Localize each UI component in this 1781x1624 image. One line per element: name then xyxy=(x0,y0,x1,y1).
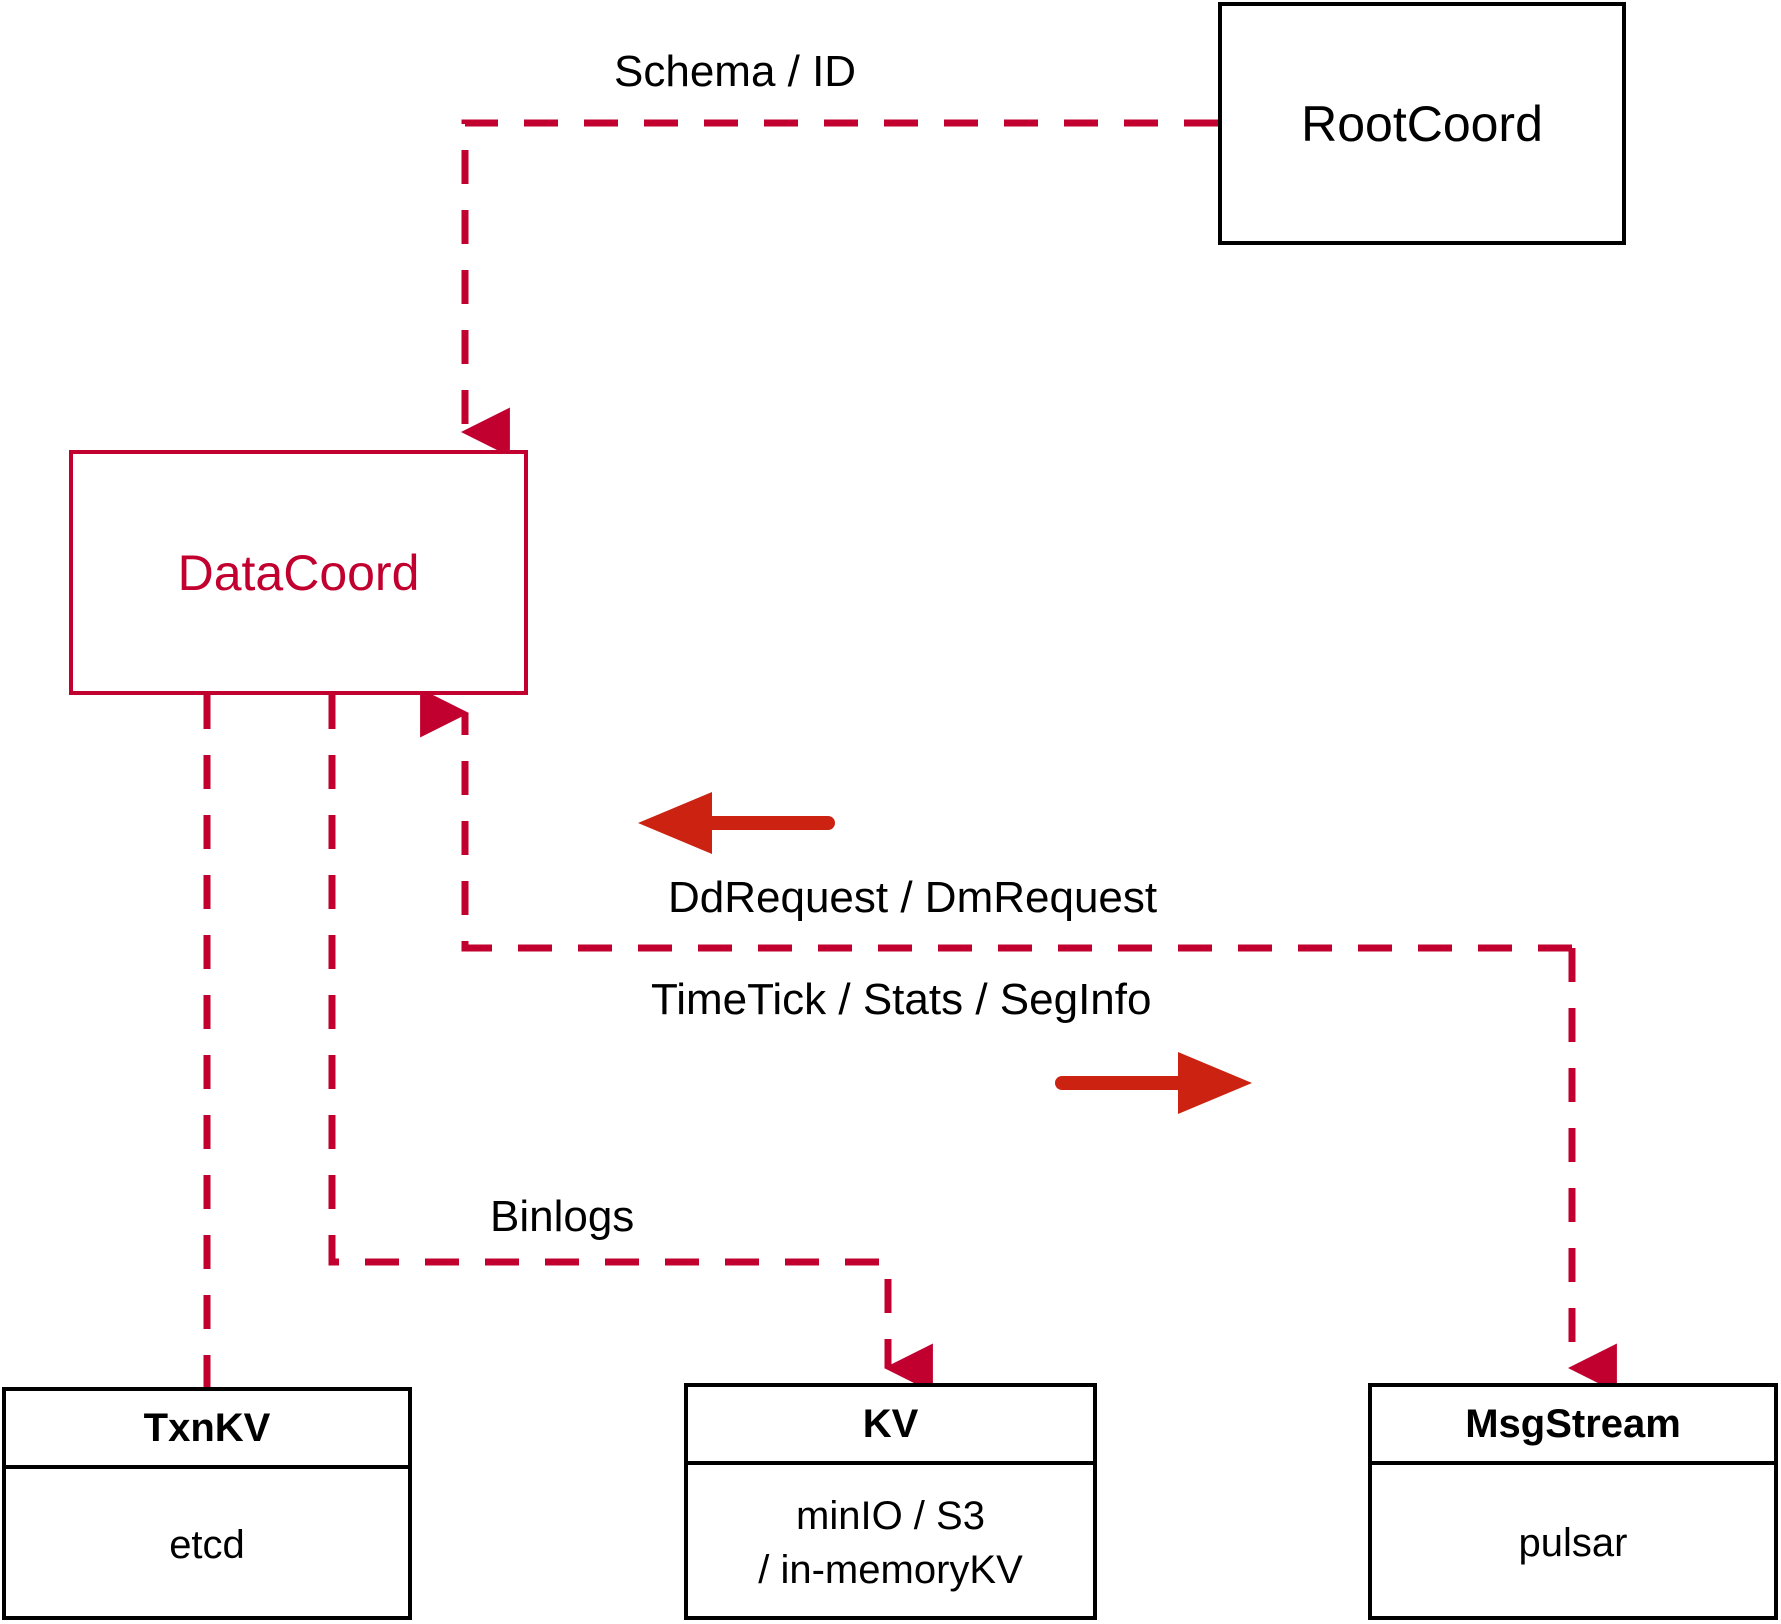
edge-label-timetick-stats-seginfo: TimeTick / Stats / SegInfo xyxy=(651,975,1152,1024)
edge-datacoord-to-kv xyxy=(328,695,933,1393)
node-rootcoord-label: RootCoord xyxy=(1301,95,1543,152)
edge-label-ddrequest-dmrequest: DdRequest / DmRequest xyxy=(668,873,1158,922)
node-txnkv[interactable]: TxnKV etcd xyxy=(2,1387,412,1620)
node-txnkv-body: etcd xyxy=(6,1469,408,1620)
direction-arrow-right-icon xyxy=(1055,1052,1252,1114)
edge-label-schema-id: Schema / ID xyxy=(614,47,857,96)
node-rootcoord[interactable]: RootCoord xyxy=(1218,2,1626,245)
edge-msgstream-to-datacoord xyxy=(420,688,1572,952)
node-txnkv-title: TxnKV xyxy=(6,1391,408,1469)
node-msgstream-title: MsgStream xyxy=(1372,1387,1774,1465)
node-msgstream-body-line: pulsar xyxy=(1518,1520,1628,1565)
node-kv-body-line: / in-memoryKV xyxy=(758,1547,1023,1592)
edge-rootcoord-to-datacoord xyxy=(460,119,1218,457)
node-kv-body: minIO / S3 / in-memoryKV xyxy=(688,1465,1093,1620)
node-kv[interactable]: KV minIO / S3 / in-memoryKV xyxy=(684,1383,1097,1620)
node-kv-body-line: minIO / S3 xyxy=(796,1493,985,1538)
node-datacoord[interactable]: DataCoord xyxy=(69,450,528,695)
node-kv-title: KV xyxy=(688,1387,1093,1465)
node-msgstream[interactable]: MsgStream pulsar xyxy=(1368,1383,1778,1620)
node-datacoord-label: DataCoord xyxy=(177,544,420,601)
node-msgstream-body: pulsar xyxy=(1372,1465,1774,1620)
edge-label-binlogs: Binlogs xyxy=(490,1192,635,1241)
node-txnkv-body-line: etcd xyxy=(169,1522,245,1567)
direction-arrow-left-icon xyxy=(638,792,835,854)
